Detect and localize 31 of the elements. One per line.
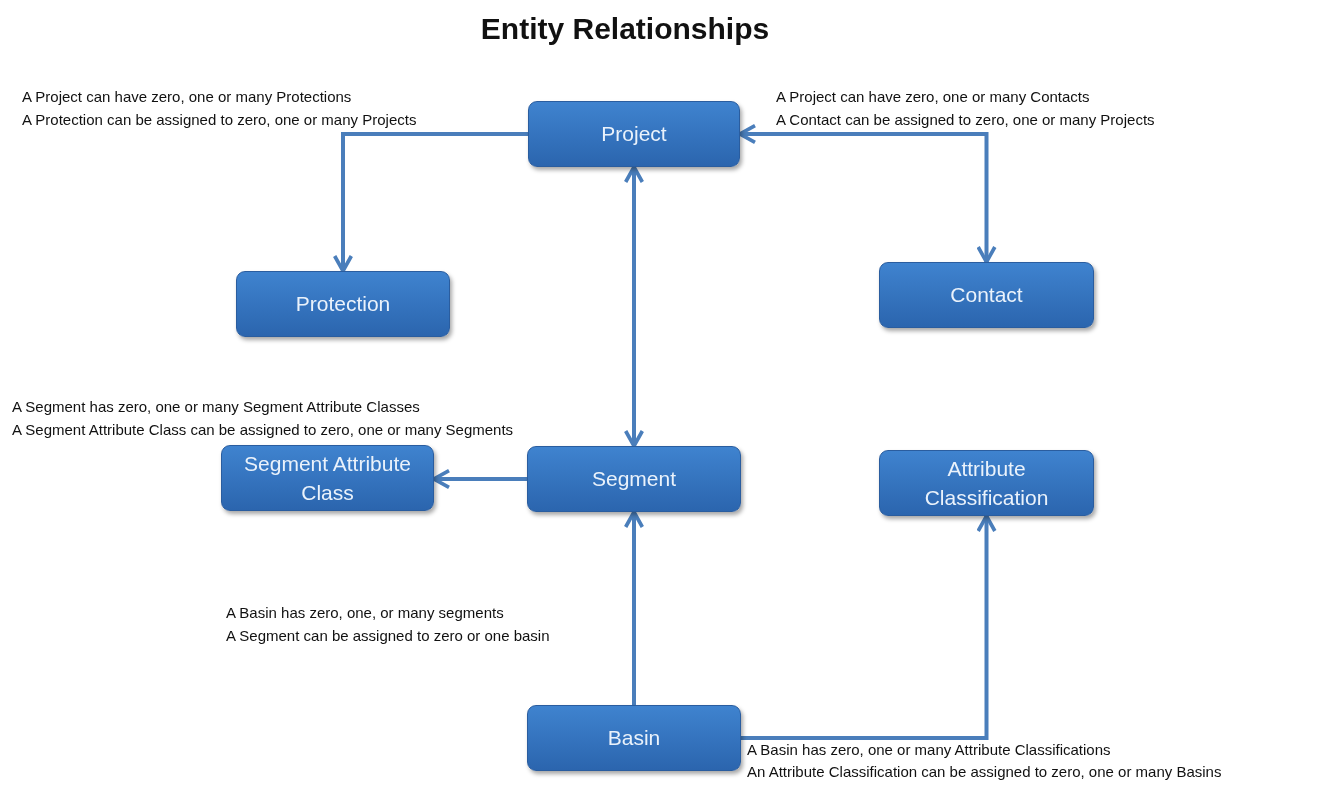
arrow	[623, 510, 645, 705]
entity-box	[527, 705, 741, 771]
arrow	[332, 132, 528, 273]
arrow	[738, 123, 997, 264]
entity-box	[528, 101, 740, 167]
arrow	[432, 468, 527, 490]
arrow	[741, 514, 997, 740]
entity-name: Protection	[294, 291, 392, 318]
entity-name: Segment	[590, 466, 678, 493]
relationship-note: A Segment Attribute Class can be assigned to zero, one or many Segments	[12, 421, 514, 439]
relationship-note: A Segment can be assigned to zero or one basin	[226, 627, 550, 645]
entity-name: Project	[600, 121, 668, 148]
entity-name: Contact	[949, 282, 1024, 309]
entity-name: Attribute Classification	[923, 455, 1050, 511]
relationship-note: A Basin has zero, one, or many segments	[226, 604, 504, 622]
relationship-note: An Attribute Classification can be assigned to zero, one or many Basins	[747, 763, 1222, 781]
entity-box	[236, 271, 450, 337]
entity-box	[879, 262, 1094, 328]
entity-name: Segment Attribute Class	[243, 450, 412, 506]
relationship-note: A Project can have zero, one or many Contacts	[776, 88, 1090, 106]
relationship-note: A Contact can be assigned to zero, one or many Projects	[776, 111, 1155, 129]
relationship-note: A Protection can be assigned to zero, one or many Projects	[22, 111, 417, 129]
diagram-title: Entity Relationships	[479, 12, 771, 46]
entity-box	[527, 446, 741, 512]
arrow	[623, 165, 645, 448]
entity-box	[879, 450, 1094, 516]
entity-box	[221, 445, 434, 511]
relationship-note: A Project can have zero, one or many Protections	[22, 88, 352, 106]
relationship-note: A Basin has zero, one or many Attribute Classifications	[747, 741, 1111, 759]
entity-name: Basin	[606, 725, 662, 752]
relationship-note: A Segment has zero, one or many Segment Attribute Classes	[12, 398, 420, 416]
